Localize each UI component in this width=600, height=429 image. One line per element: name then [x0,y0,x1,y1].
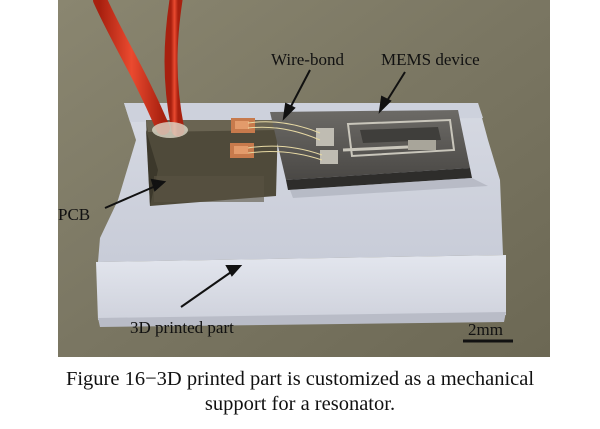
copper-pads [230,118,255,158]
label-printed-part: 3D printed part [130,318,234,337]
caption-line-2: support for a resonator. [204,393,396,415]
red-wires [93,0,188,138]
label-pcb: PCB [58,205,90,224]
figure-caption: Figure 16−3D printed part is customized … [0,367,600,417]
mems-die [270,110,472,190]
label-mems-device: MEMS device [381,50,480,69]
wire-bonds [247,121,323,161]
label-scale: 2mm [468,320,503,339]
annotation-arrows [104,69,406,308]
caption-line-1: Figure 16−3D printed part is customized … [65,368,535,390]
photo: Wire-bond MEMS device PCB 3D printed par… [58,0,550,357]
label-wire-bond: Wire-bond [271,50,344,69]
